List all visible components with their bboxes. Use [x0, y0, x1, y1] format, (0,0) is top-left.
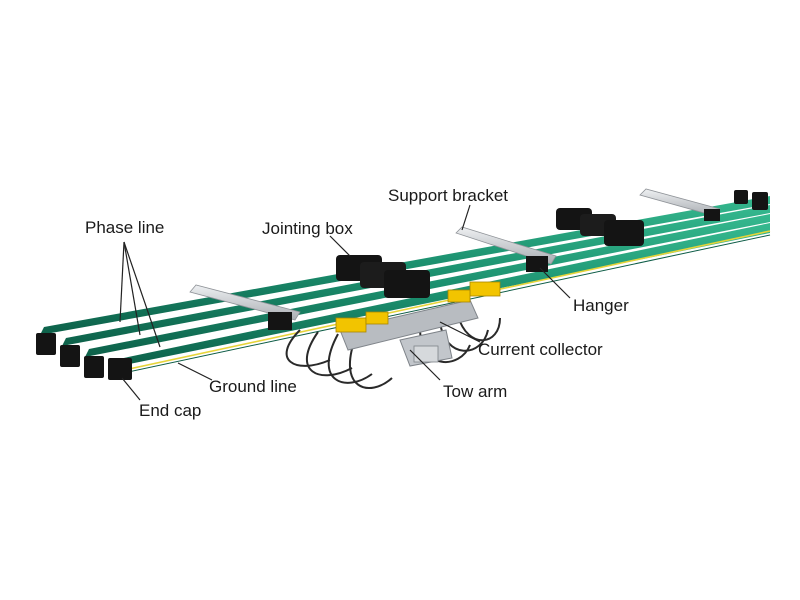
jointing-boxes — [336, 208, 644, 298]
end-cap — [60, 345, 80, 367]
ground-stripe — [114, 230, 771, 373]
leader-phase-line — [119, 241, 125, 323]
collector-cable — [305, 331, 353, 377]
leader-jointing-box — [329, 235, 351, 257]
end-cap — [36, 333, 56, 355]
collector-shoe — [335, 317, 367, 333]
label-current-collector: Current collector — [478, 340, 603, 359]
hanger — [268, 312, 292, 330]
collector-shoe — [365, 311, 389, 325]
end-cap — [734, 190, 748, 204]
leader-phase-line — [123, 241, 161, 348]
end-cap — [752, 192, 768, 210]
leader-lines — [119, 204, 571, 401]
collector-cable — [457, 315, 501, 342]
jointing-box — [384, 270, 430, 298]
leader-ground-line — [177, 362, 213, 381]
support-brackets — [189, 188, 721, 330]
leader-tow-arm — [409, 349, 441, 381]
collector-cable — [327, 333, 373, 384]
collector-frame — [339, 299, 479, 351]
support-bracket — [189, 284, 301, 321]
collector-shoe — [447, 289, 471, 303]
current-collector-assembly — [285, 281, 501, 389]
end-cap — [108, 358, 132, 380]
hanger — [526, 256, 548, 272]
tow-arm-plate — [413, 345, 439, 363]
end-cap — [84, 356, 104, 378]
hanger — [704, 209, 720, 221]
collector-cable — [349, 335, 393, 389]
label-hanger: Hanger — [573, 296, 629, 315]
collector-cable — [285, 329, 331, 367]
leader-end-cap — [121, 377, 141, 401]
support-bracket — [455, 226, 557, 265]
label-support-bracket: Support bracket — [388, 186, 509, 205]
phase-rail-4 — [110, 223, 770, 368]
jointing-box — [604, 220, 644, 246]
leader-support-bracket — [461, 204, 471, 231]
leader-current-collector — [439, 321, 481, 343]
label-jointing-box: Jointing box — [262, 219, 353, 238]
end-caps — [36, 190, 768, 380]
label-ground-line: Ground line — [209, 377, 297, 396]
leader-hanger — [539, 267, 571, 299]
label-phase-line: Phase line — [85, 218, 165, 237]
label-tow-arm: Tow arm — [443, 382, 508, 401]
collector-shoe — [469, 281, 501, 297]
leader-phase-line — [123, 241, 141, 336]
label-end-cap: End cap — [139, 401, 202, 420]
